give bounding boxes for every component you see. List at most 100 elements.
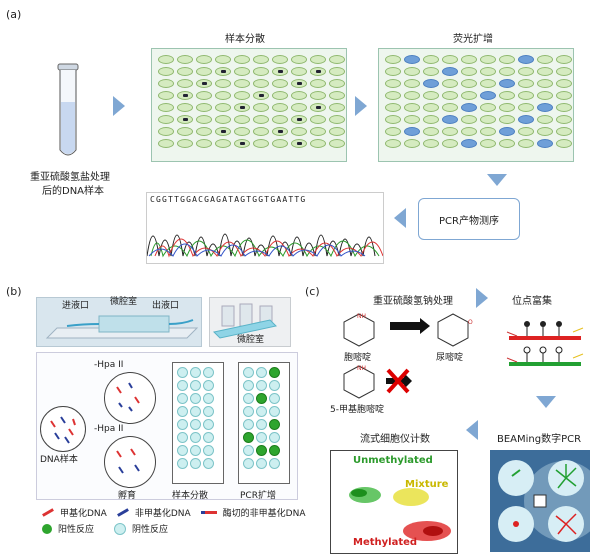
well [272, 91, 288, 100]
well [461, 127, 477, 136]
well [423, 103, 439, 112]
well [404, 103, 420, 112]
well [518, 139, 534, 148]
blocked-arrow-icon [384, 368, 414, 394]
well [256, 367, 267, 378]
well [404, 67, 420, 76]
methylcytosine-label: 5-甲基胞嘧啶 [330, 405, 384, 415]
dna-sample-label: DNA样本 [40, 455, 78, 465]
sequencing-box: PCR产物测序 [418, 198, 520, 240]
well [158, 103, 174, 112]
well [272, 139, 288, 148]
well [442, 67, 458, 76]
well [203, 419, 214, 430]
well [190, 458, 201, 469]
well [291, 79, 307, 88]
well [442, 103, 458, 112]
well [291, 55, 307, 64]
well [243, 393, 254, 404]
well [177, 432, 188, 443]
well [291, 91, 307, 100]
well [234, 79, 250, 88]
positive-dot-icon [42, 523, 52, 534]
legend-row-1: 甲基化DNA 非甲基化DNA 酶切的非甲基化DNA [42, 506, 305, 519]
arrow-right-icon [355, 96, 367, 116]
well [404, 55, 420, 64]
well [234, 115, 250, 124]
well [385, 127, 401, 136]
well [190, 367, 201, 378]
well [518, 91, 534, 100]
well [385, 139, 401, 148]
well [234, 103, 250, 112]
svg-text:O: O [468, 319, 473, 326]
well [461, 139, 477, 148]
well [423, 91, 439, 100]
well [291, 115, 307, 124]
well [442, 127, 458, 136]
outlet-label: 出液口 [152, 301, 180, 311]
well [442, 139, 458, 148]
well [215, 79, 231, 88]
well [480, 91, 496, 100]
well [253, 127, 269, 136]
well [461, 79, 477, 88]
well [253, 79, 269, 88]
well [461, 103, 477, 112]
well [177, 91, 193, 100]
incubate-label: 孵育 [118, 491, 137, 501]
well [269, 393, 280, 404]
well [461, 67, 477, 76]
well [269, 419, 280, 430]
legend-row-2: 阳性反应 阴性反应 [42, 522, 168, 535]
well [177, 445, 188, 456]
negative-dot-icon [114, 522, 127, 535]
flow-cytometry-plot: Unmethylated Mixture Methylated [330, 450, 458, 554]
arrow-head-icon [420, 318, 430, 334]
well [177, 393, 188, 404]
dna-sample-circle [40, 406, 86, 452]
well [518, 55, 534, 64]
well [203, 406, 214, 417]
well [480, 79, 496, 88]
well [480, 139, 496, 148]
well [518, 127, 534, 136]
legend-methyl: 甲基化DNA [60, 509, 107, 519]
well [291, 127, 307, 136]
well [196, 127, 212, 136]
well [272, 67, 288, 76]
well [243, 367, 254, 378]
well [272, 103, 288, 112]
well [158, 91, 174, 100]
well [177, 103, 193, 112]
well [404, 139, 420, 148]
well [177, 406, 188, 417]
fluorescence-plate [378, 48, 574, 162]
well [329, 127, 345, 136]
enrichment-diagram [505, 318, 585, 378]
uracil-structure: O [432, 310, 474, 348]
digested-dna-icon [200, 511, 217, 514]
well [537, 79, 553, 88]
unmethyl-dna-icon [116, 508, 129, 517]
well [272, 79, 288, 88]
well [158, 115, 174, 124]
well [253, 139, 269, 148]
well [256, 380, 267, 391]
arrow-right-icon [113, 96, 125, 116]
hpa-bottom-label: -Hpa II [94, 424, 124, 434]
well [423, 79, 439, 88]
cytosine-label: 胞嘧啶 [344, 353, 372, 363]
well [461, 115, 477, 124]
well [215, 115, 231, 124]
well [177, 79, 193, 88]
well [442, 79, 458, 88]
beaming-image [490, 450, 597, 552]
well [196, 79, 212, 88]
svg-text:NH: NH [357, 365, 366, 372]
well [310, 55, 326, 64]
well [177, 367, 188, 378]
arrow-right-icon [476, 288, 488, 308]
well [203, 432, 214, 443]
well [423, 115, 439, 124]
